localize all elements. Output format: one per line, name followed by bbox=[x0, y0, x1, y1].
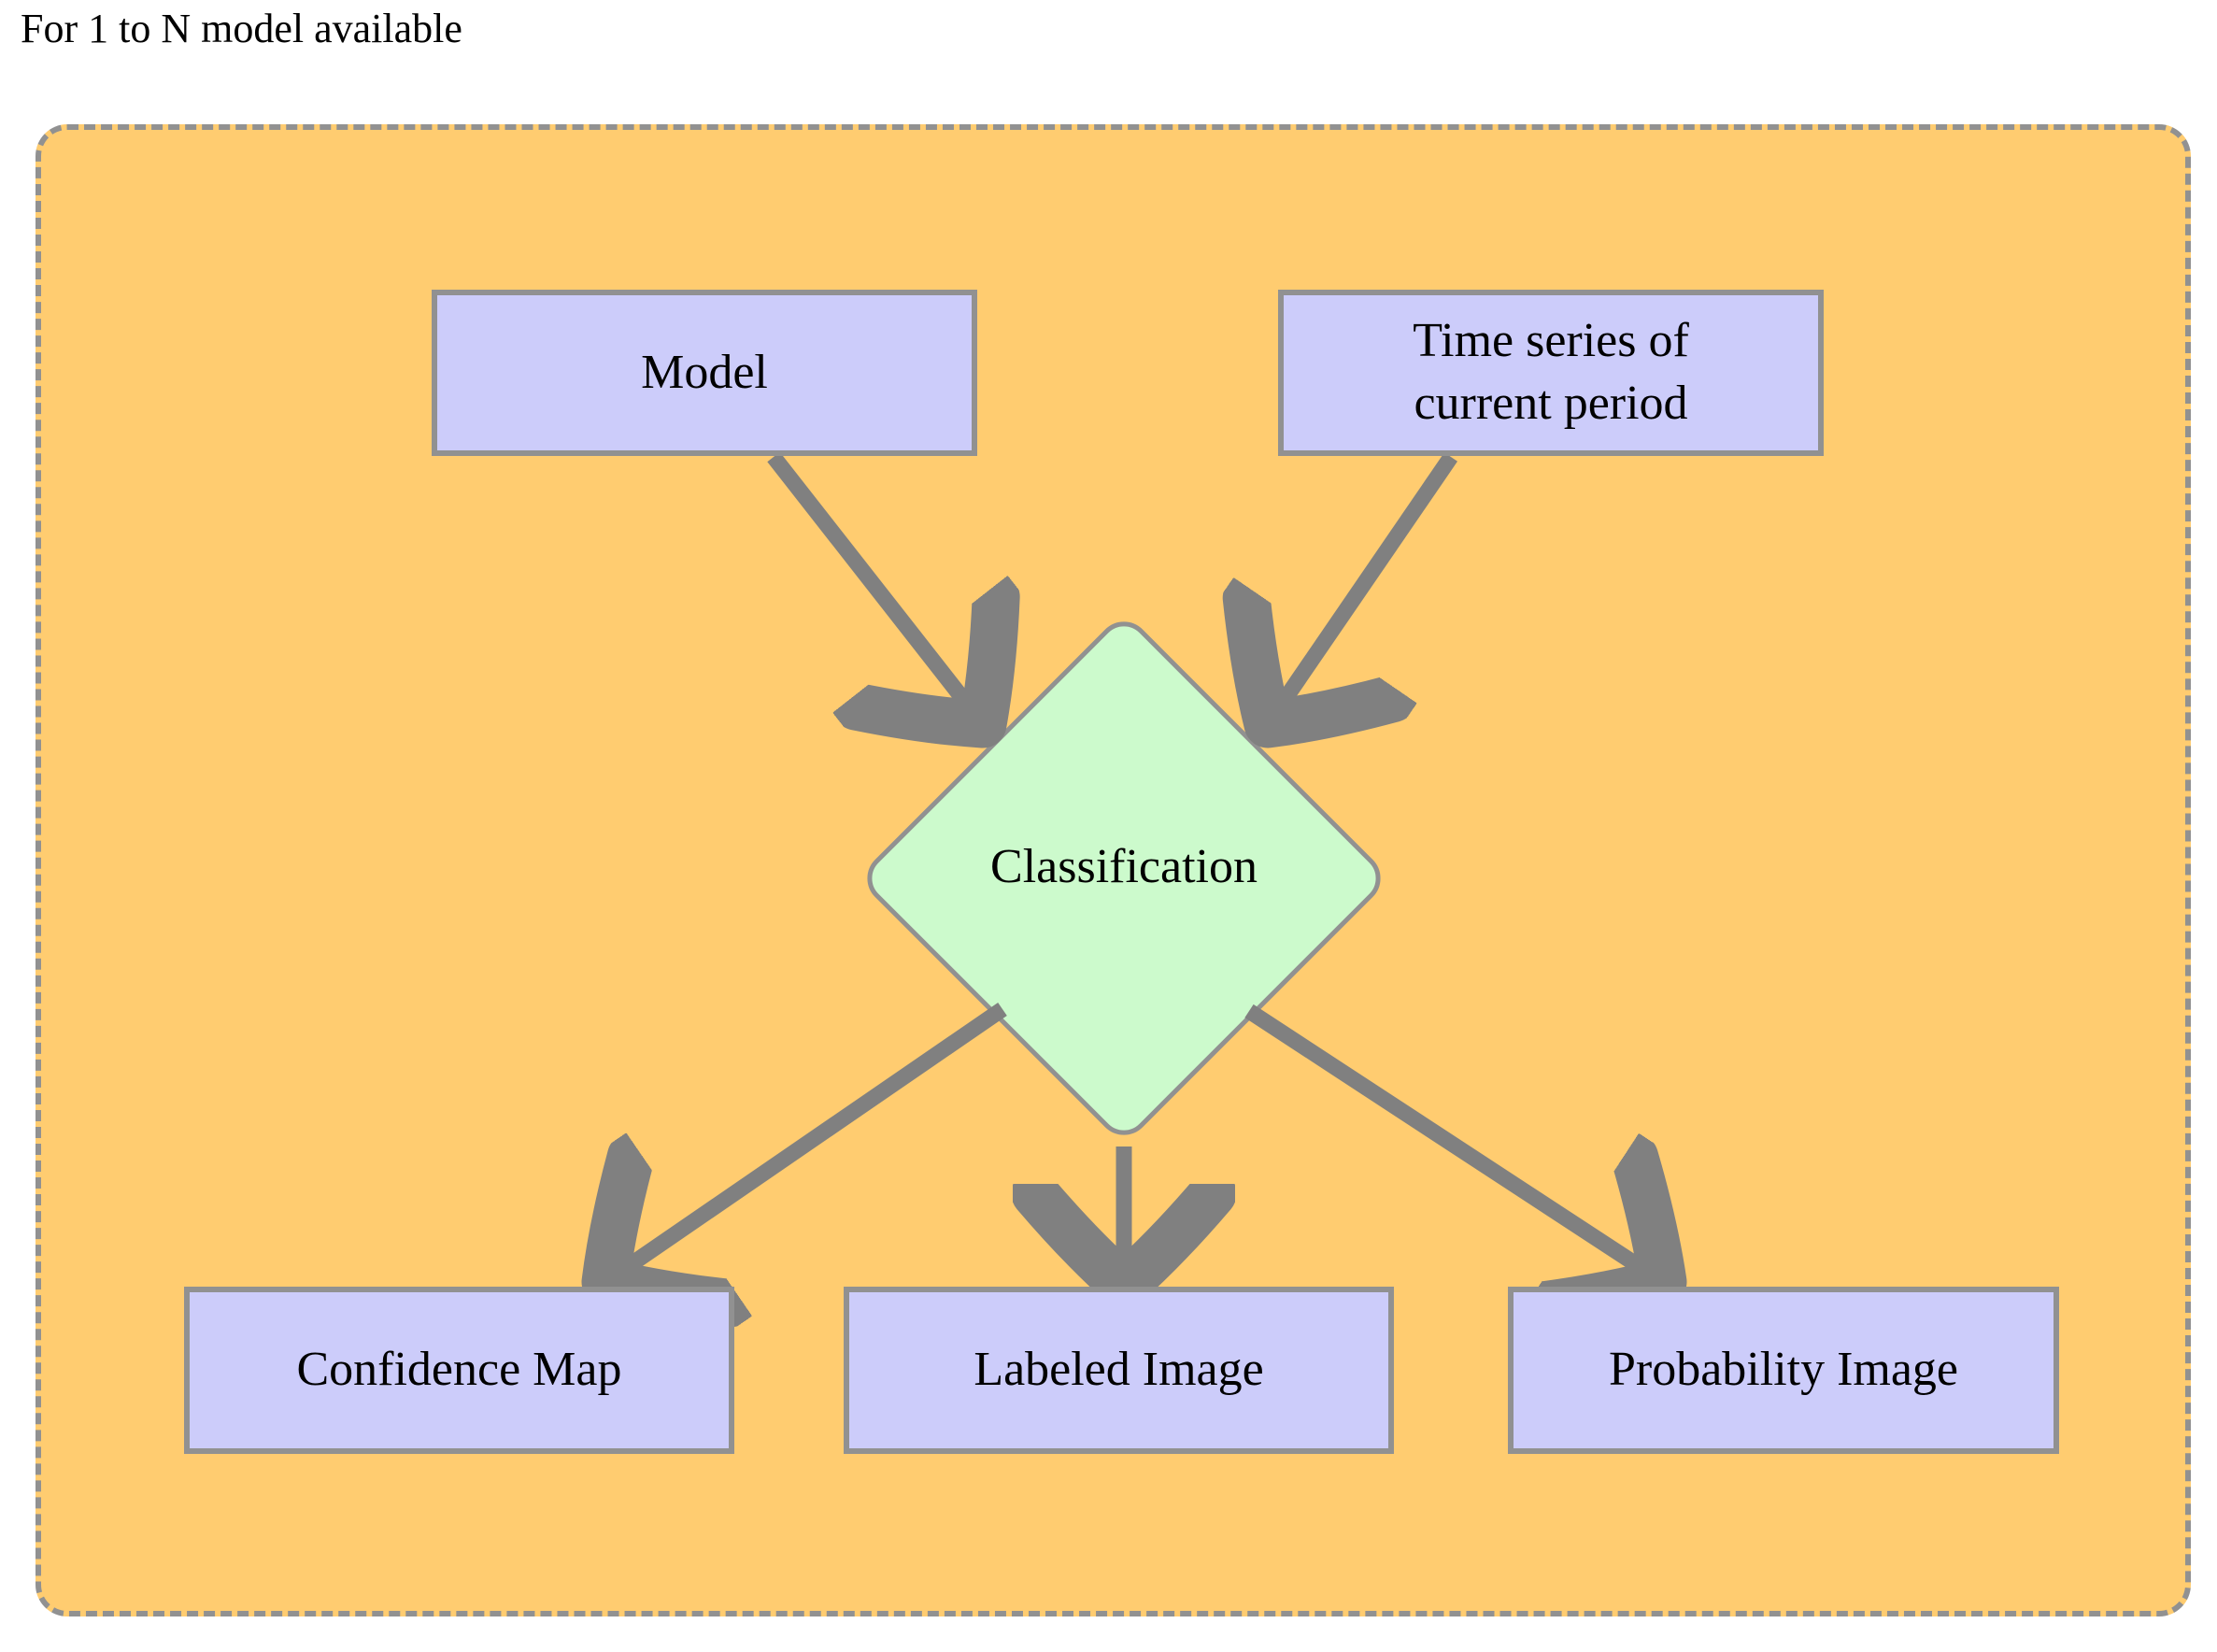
node-timeseries-label-line1: Time series of bbox=[1413, 314, 1689, 368]
node-model-label: Model bbox=[641, 345, 768, 399]
node-probability-image-label: Probability Image bbox=[1608, 1343, 1959, 1397]
node-timeseries-label: Time series of current period bbox=[1413, 310, 1689, 434]
node-confidence-map[interactable]: Confidence Map bbox=[184, 1287, 734, 1454]
node-time-series-of-current-period[interactable]: Time series of current period bbox=[1278, 290, 1824, 456]
node-timeseries-label-line2: current period bbox=[1414, 377, 1688, 430]
node-probability-image[interactable]: Probability Image bbox=[1508, 1287, 2059, 1454]
node-labeled-image-label: Labeled Image bbox=[973, 1343, 1264, 1397]
node-confidence-map-label: Confidence Map bbox=[296, 1343, 622, 1397]
page-title: For 1 to N model available bbox=[21, 6, 462, 51]
node-classification-label: Classification bbox=[990, 840, 1258, 893]
node-model[interactable]: Model bbox=[432, 290, 977, 456]
node-labeled-image[interactable]: Labeled Image bbox=[844, 1287, 1394, 1454]
